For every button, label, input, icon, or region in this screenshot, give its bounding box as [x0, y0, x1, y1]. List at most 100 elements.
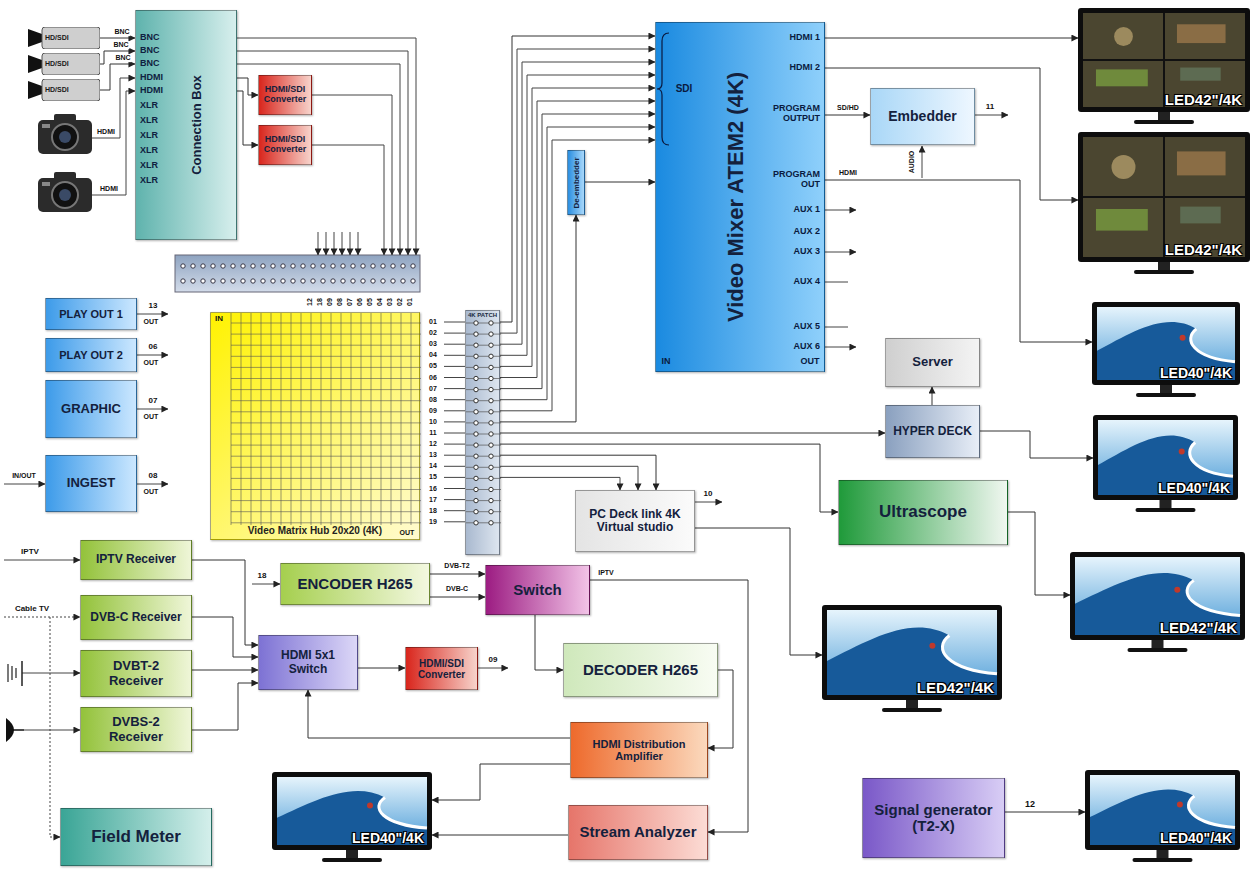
patch-jack [291, 279, 295, 283]
wave [1097, 322, 1235, 380]
game-screen [1083, 137, 1245, 257]
foam [1188, 796, 1235, 828]
grid-line [231, 434, 421, 435]
patch-jack [489, 376, 493, 380]
signal-connector [430, 574, 485, 575]
signal-label: HDMI 2 [789, 63, 820, 73]
signal-label: 18 [316, 298, 324, 306]
foam [1190, 443, 1233, 477]
grid-line [231, 511, 421, 512]
node-label: LED40"/4K [1160, 831, 1232, 846]
signal-label: 18 [429, 507, 437, 515]
monitor-stand [322, 858, 382, 862]
grid-line [291, 313, 292, 525]
signal-wire [825, 282, 848, 283]
node-label: HDMI 5x1 Switch [262, 649, 354, 675]
patch-jack [474, 521, 478, 525]
patch-jack [489, 410, 493, 414]
signal-wire [825, 252, 856, 253]
grid-line [231, 400, 421, 401]
signal-label: AUDIO [908, 151, 916, 174]
monitor-stand [1160, 500, 1172, 508]
signal-label: HDMI [140, 73, 163, 83]
patch-jack [474, 343, 478, 347]
signal-wire [237, 64, 400, 255]
patch-jack [331, 264, 335, 268]
monitor-stand [906, 700, 918, 708]
patch-jack [489, 510, 493, 514]
patch-wire [466, 345, 501, 346]
connector-label: DVB-C [445, 585, 469, 593]
grid-line [401, 313, 402, 525]
grid-line [281, 313, 282, 525]
vertical-box: De-embedder [567, 150, 585, 215]
camcorder-lens [28, 29, 42, 47]
monitor-bezel [822, 605, 1002, 700]
connector-label: HDMI [838, 169, 858, 177]
antenna-symbol [15, 668, 16, 678]
patch-jack [489, 476, 493, 480]
device-box: HDMI/SDI Converter [405, 647, 478, 690]
signal-label: PROGRAM OUT [762, 170, 820, 190]
signal-label: AUX 3 [793, 247, 820, 257]
monitor-screen: LED40"/4K [272, 772, 432, 850]
antenna-symbol [21, 661, 23, 686]
game-scene [1112, 155, 1136, 179]
node-label: GRAPHIC [61, 402, 121, 416]
signal-label: OUT [144, 413, 159, 421]
signal-wire [444, 366, 465, 367]
node-label: IPTV Receiver [96, 553, 176, 566]
patch-jack [474, 410, 478, 414]
signal-wire [825, 210, 856, 211]
patch-jack [489, 498, 493, 502]
signal-label: 05 [429, 363, 437, 371]
camcorder-body [42, 79, 100, 101]
game-scene [1096, 69, 1148, 86]
sky [1090, 775, 1235, 845]
signal-wire [444, 399, 465, 400]
monitor-screen: LED40"/4K [1092, 302, 1240, 385]
signal-connector [192, 560, 258, 645]
signal-connector [430, 597, 485, 598]
camcorder-lens [28, 55, 42, 73]
node-label: Video Matrix Hub 20x20 (4K) [248, 525, 382, 536]
device-box: Embedder [870, 88, 975, 145]
patch-wire [466, 422, 501, 423]
node-label: INGEST [67, 476, 115, 490]
patch-wire [466, 378, 501, 379]
grid-line [381, 313, 382, 525]
signal-label: 09 [326, 298, 334, 306]
patch-jack [489, 321, 493, 325]
grid-line [231, 389, 421, 390]
device-box: DVBS-2 Receiver [80, 707, 192, 752]
patch-jack [489, 465, 493, 469]
grid-line [331, 313, 332, 525]
signal-label: 09 [489, 656, 498, 665]
camera-body [38, 120, 92, 154]
signal-label: 19 [429, 518, 437, 526]
node-label: Embedder [888, 109, 956, 124]
node-label: Video Mixer ATEM2 (4K) [724, 72, 748, 322]
signal-label: 02 [429, 329, 437, 337]
foam [379, 797, 427, 828]
patch-jack [489, 399, 493, 403]
patch-jack [489, 365, 493, 369]
patch-wire [466, 456, 501, 457]
monitor-bezel [272, 772, 432, 850]
connector-label: 12 [1024, 800, 1036, 810]
patch-jack [474, 498, 478, 502]
node-label: LED40"/4K [1158, 481, 1230, 496]
node-label: DVB-C Receiver [90, 611, 181, 624]
patch-jack [474, 376, 478, 380]
patch-jack [261, 264, 265, 268]
patch-jack [489, 421, 493, 425]
signal-wire [500, 75, 655, 355]
node-label: DVBS-2 Receiver [84, 715, 188, 744]
grid-line [311, 313, 312, 525]
signal-wire [137, 409, 168, 410]
patch-wire [466, 434, 501, 435]
patch-jack [271, 264, 275, 268]
patch-wire [466, 500, 501, 501]
node-label: Ultrascope [879, 503, 967, 522]
patch-jack [181, 279, 185, 283]
